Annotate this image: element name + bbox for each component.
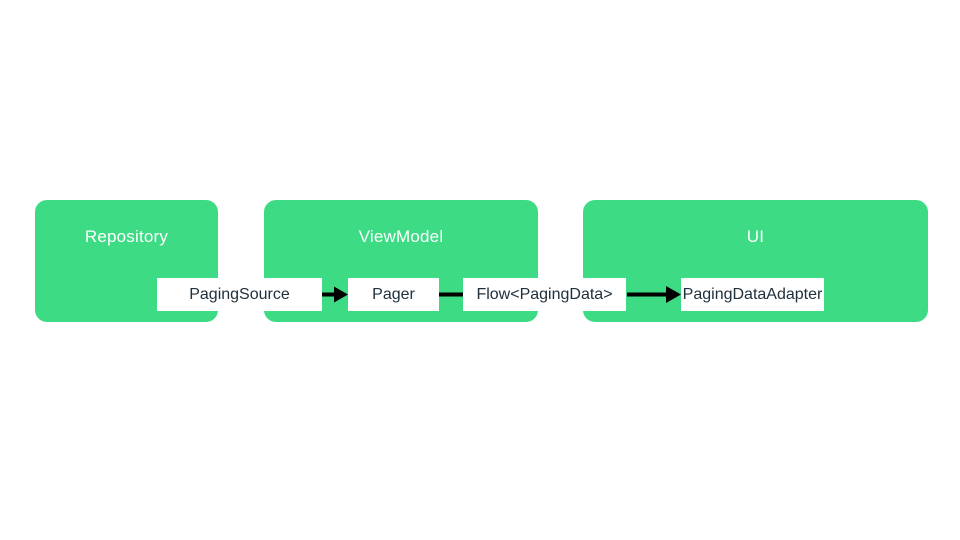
layer-repository: Repository — [35, 200, 218, 322]
layer-viewmodel-title: ViewModel — [358, 227, 444, 246]
layer-ui-title: UI — [746, 227, 765, 246]
component-pagingsource: PagingSource — [157, 278, 322, 311]
component-pagingdataadapter: PagingDataAdapter — [681, 278, 824, 311]
layer-repository-title: Repository — [84, 227, 169, 246]
component-pager: Pager — [348, 278, 439, 311]
component-flowpagingdata: Flow<PagingData> — [463, 278, 626, 311]
